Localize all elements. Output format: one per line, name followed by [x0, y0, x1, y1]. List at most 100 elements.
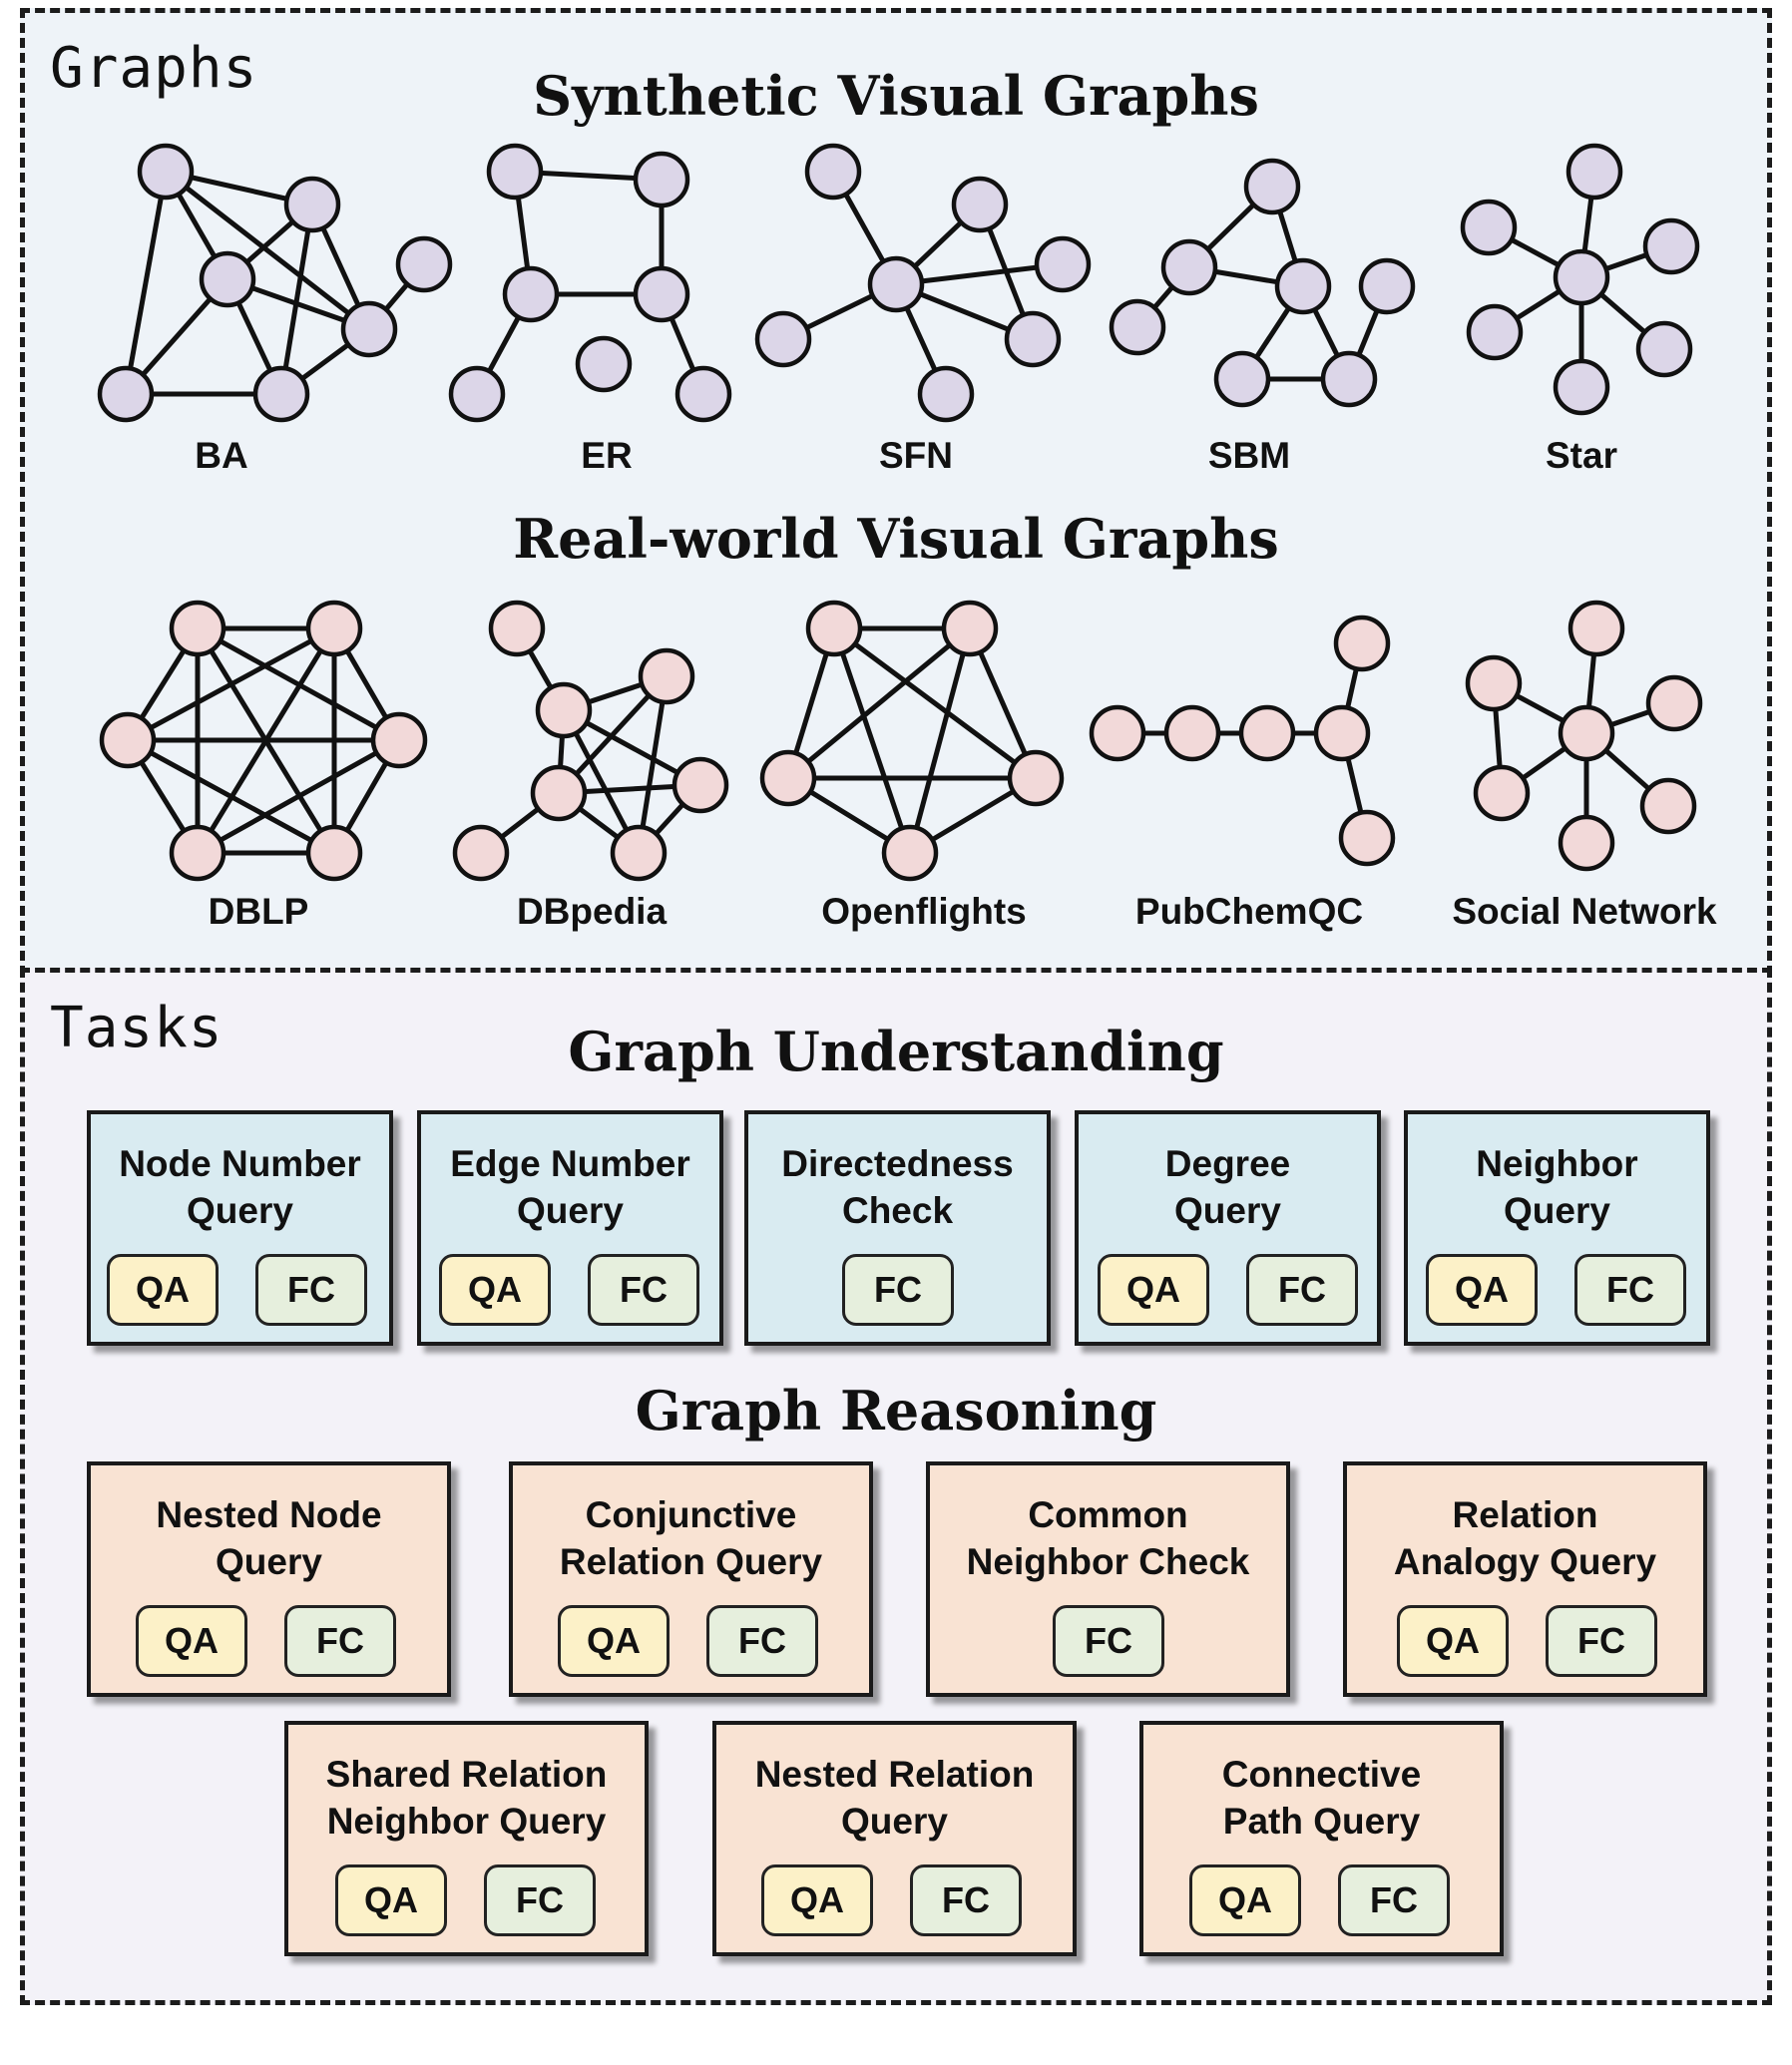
graph-node [169, 600, 226, 657]
graph-ba [97, 143, 453, 423]
task-nested-relation-query: Nested Relation Query QA FC [712, 1721, 1077, 1956]
graph-label-dblp: DBLP [208, 891, 309, 932]
graph-sbm [1109, 158, 1416, 408]
graph-node [754, 310, 812, 368]
graph-node [535, 681, 593, 739]
graph-label-sbm: SBM [1207, 435, 1291, 476]
task-title: Nested Node Query [156, 1494, 382, 1582]
graph-node [1566, 143, 1623, 201]
graph-edge [832, 625, 1038, 781]
task-title: Relation Analogy Query [1393, 1494, 1657, 1582]
task-title: Node Number Query [119, 1143, 361, 1231]
graph-openflights-edges [785, 625, 1039, 856]
fc-badge: FC [1546, 1605, 1657, 1677]
task-title: Common Neighbor Check [966, 1494, 1250, 1582]
graph-edge [907, 627, 973, 854]
qa-badge: QA [1426, 1254, 1538, 1326]
task-directedness-check: Directedness Check FC [744, 1110, 1051, 1346]
graph-social-network [1465, 600, 1703, 872]
graph-node [805, 600, 863, 657]
task-conjunctive-relation-query: Conjunctive Relation Query QA FC [509, 1461, 873, 1697]
qa-badge: QA [1189, 1864, 1301, 1936]
graph-node [638, 647, 695, 705]
graph-node [633, 151, 690, 208]
graph-dblp-nodes [99, 600, 428, 882]
graph-edge [636, 675, 670, 854]
tasks-section-label: Tasks [50, 996, 224, 1060]
qa-badge: QA [107, 1254, 219, 1326]
task-relation-analogy-query: Relation Analogy Query QA FC [1343, 1461, 1707, 1697]
graph-node [1466, 303, 1524, 361]
graph-edge [126, 625, 336, 743]
graph-node [305, 824, 363, 882]
graph-node [395, 235, 453, 293]
task-title: Connective Path Query [1221, 1754, 1422, 1842]
graph-node [1645, 674, 1703, 732]
fc-badge: FC [588, 1254, 699, 1326]
graph-node [610, 824, 668, 882]
fc-badge: FC [910, 1864, 1022, 1936]
real-graphs-heading: Real-world Visual Graphs [513, 507, 1279, 571]
fc-badge: FC [1246, 1254, 1358, 1326]
graph-node [1635, 320, 1693, 378]
graph-node [951, 176, 1009, 233]
task-common-neighbor-check: Common Neighbor Check FC [926, 1461, 1290, 1697]
graph-node [199, 250, 256, 308]
graph-node [1338, 809, 1396, 867]
graph-edge [196, 737, 401, 856]
graph-node [941, 600, 999, 657]
graph-node [633, 265, 690, 323]
qa-badge: QA [439, 1254, 551, 1326]
graph-edge [831, 627, 913, 854]
graph-node [1109, 298, 1166, 356]
fc-badge: FC [484, 1864, 596, 1936]
qa-badge: QA [136, 1605, 247, 1677]
graph-edge [786, 626, 972, 780]
qa-badge: QA [1397, 1605, 1509, 1677]
graph-label-pubchemqc: PubChemQC [1134, 891, 1364, 932]
graph-node [759, 749, 817, 807]
graph-edge [278, 204, 315, 395]
task-title: Nested Relation Query [754, 1754, 1035, 1842]
qa-badge: QA [558, 1605, 670, 1677]
graph-dbpedia [452, 600, 729, 882]
graph-edge [123, 171, 169, 395]
task-title: Neighbor Query [1476, 1143, 1638, 1231]
graph-star [1460, 143, 1700, 416]
graph-node [502, 265, 560, 323]
graph-edge [164, 170, 371, 331]
graph-node [283, 176, 341, 233]
task-title: Directedness Check [781, 1143, 1014, 1231]
fc-badge: FC [1338, 1864, 1450, 1936]
graph-node [1465, 654, 1523, 712]
graph-node [1553, 358, 1610, 416]
graph-node [1007, 749, 1065, 807]
graph-node [867, 255, 925, 313]
qa-badge: QA [761, 1864, 873, 1936]
graph-node [252, 365, 310, 423]
graph-node [575, 335, 633, 393]
graph-node [1558, 814, 1615, 872]
graph-node [917, 365, 975, 423]
graph-dblp [99, 600, 428, 882]
graph-sbm-nodes [1109, 158, 1416, 408]
synthetic-graphs-heading: Synthetic Visual Graphs [533, 64, 1259, 128]
graph-node [1358, 257, 1416, 315]
graph-label-dbpedia: DBpedia [516, 891, 668, 932]
graph-node [1238, 704, 1296, 762]
qa-badge: QA [1098, 1254, 1209, 1326]
graph-node [486, 143, 544, 201]
task-title: Edge Number Query [450, 1143, 690, 1231]
graph-ba-nodes [97, 143, 453, 423]
graph-node [1473, 764, 1531, 822]
graph-node [305, 600, 363, 657]
graph-sfn [754, 143, 1092, 423]
graph-openflights [759, 600, 1065, 882]
graph-label-star: Star [1546, 435, 1617, 476]
graph-node [674, 365, 732, 423]
fc-badge: FC [1053, 1605, 1164, 1677]
graph-dbpedia-nodes [452, 600, 729, 882]
graph-label-ba: BA [195, 435, 248, 476]
graph-node [1333, 615, 1391, 672]
